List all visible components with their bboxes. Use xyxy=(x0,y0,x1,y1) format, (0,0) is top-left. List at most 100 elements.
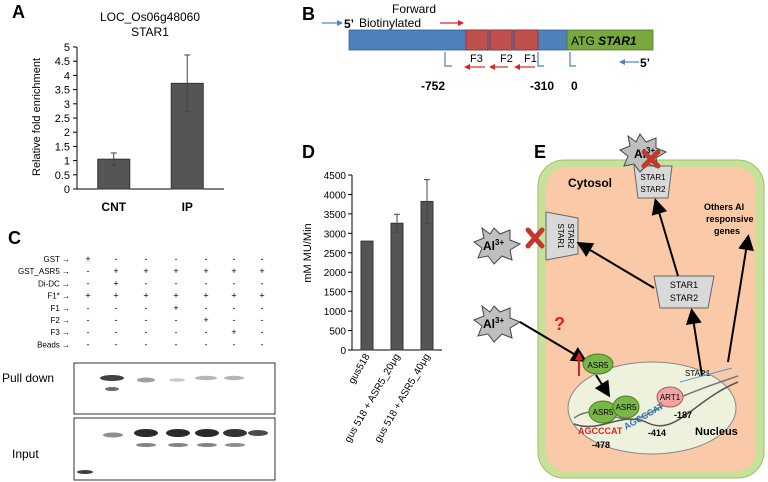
al-ion-left xyxy=(472,226,522,265)
others-line2: responsive xyxy=(706,214,754,224)
reverse-primer-arrows xyxy=(464,64,535,70)
position-478: -478 xyxy=(592,440,610,450)
c-mark: - xyxy=(87,315,90,325)
a-y-tick-label: 2.5 xyxy=(55,113,70,125)
c-mark: - xyxy=(87,278,90,288)
d-category-label: gus 518 + ASR5_20μg xyxy=(343,352,403,445)
transporter-top-star2: STAR2 xyxy=(640,185,666,194)
c-mark: - xyxy=(205,278,208,288)
panel-c-condition-table: GST →+-------GST_ASR5 →-+++++++Di-DC →-+… xyxy=(18,254,265,349)
c-mark: + xyxy=(173,303,178,313)
panel-b-promoter-diagram: Forward Biotinylated 5’ ATG STAR1 F3 F2 … xyxy=(322,2,654,93)
position-0: 0 xyxy=(571,79,578,93)
fragment-f1-bar xyxy=(513,29,539,51)
c-mark: - xyxy=(175,315,178,325)
asr5-cytosol xyxy=(582,353,614,375)
transcription-arrow xyxy=(679,367,733,383)
panel-a-letter: A xyxy=(12,2,25,22)
c-mark: - xyxy=(115,303,118,313)
c-mark: - xyxy=(233,278,236,288)
c-mark: + xyxy=(113,291,118,301)
d-y-tick-label: 4500 xyxy=(324,171,347,182)
a-y-tick-label: 3.5 xyxy=(55,85,70,97)
c-mark: - xyxy=(233,339,236,349)
c-mark: + xyxy=(143,266,148,276)
forward-label-line1: Forward xyxy=(392,2,436,16)
d-y-tick-label: 3500 xyxy=(324,210,347,221)
c-mark: - xyxy=(115,254,118,264)
position-187: -187 xyxy=(674,410,692,420)
panel-a-title-line2: STAR1 xyxy=(131,25,169,39)
d-y-tick-label: 0 xyxy=(340,346,346,357)
asr5-nuclear-2-label: ASR5 xyxy=(616,403,637,412)
c-row-label: F3 → xyxy=(50,328,70,337)
c-row-label: F1* → xyxy=(47,292,70,301)
d-bar xyxy=(420,200,434,351)
d-category-label: gus518 xyxy=(347,352,373,386)
panel-b-letter: B xyxy=(302,4,315,24)
transporter-left-star2: STAR2 xyxy=(566,223,575,249)
c-mark: - xyxy=(233,315,236,325)
c-mark: - xyxy=(145,327,148,337)
c-mark: - xyxy=(175,254,178,264)
pulldown-label: Pull down xyxy=(2,371,54,385)
panel-c-western-blot: GST →+-------GST_ASR5 →-+++++++Di-DC →-+… xyxy=(2,254,276,481)
c-mark: - xyxy=(87,266,90,276)
fragment-f1-label: F1 xyxy=(524,53,537,65)
cross-left-icon xyxy=(525,227,545,249)
c-mark: - xyxy=(175,339,178,349)
c-mark: - xyxy=(261,327,264,337)
panel-a-chart: LOC_Os06g48060 STAR1 Relative fold enric… xyxy=(31,10,224,214)
arrow-to-other-genes xyxy=(727,234,754,363)
arrow-asr5-to-nucleus xyxy=(594,374,611,398)
c-mark: - xyxy=(261,315,264,325)
transporter-left-star1: STAR1 xyxy=(556,223,565,249)
fragment-f2-label: F2 xyxy=(500,53,513,65)
a-y-tick-label: 0 xyxy=(64,184,70,196)
c-mark: - xyxy=(87,339,90,349)
transporter-top-star1: STAR1 xyxy=(640,173,666,182)
d-category-label: gus 518 + ASR5_40μg xyxy=(373,352,433,445)
panel-c-letter: C xyxy=(8,228,21,248)
a-y-tick-label: 2 xyxy=(64,127,70,139)
arrow-al-to-asr5 xyxy=(519,321,588,363)
a-y-tick-label: 4.5 xyxy=(55,56,70,68)
c-mark: - xyxy=(233,303,236,313)
d-y-tick-label: 2000 xyxy=(324,268,347,279)
motif-478: AGCCCAT xyxy=(578,426,623,436)
d-y-tick-label: 500 xyxy=(329,327,346,338)
c-mark: - xyxy=(145,315,148,325)
transporter-cytosol-star1: STAR1 xyxy=(670,280,698,290)
forward-primer-arrowhead xyxy=(458,20,464,26)
input-blot xyxy=(73,417,276,481)
transporter-cytosol xyxy=(653,275,715,309)
asr5-nuclear-2 xyxy=(612,395,640,419)
al-ion-left-label: Al3+ xyxy=(483,238,504,253)
fragment-f2-bar xyxy=(489,29,513,51)
c-mark: - xyxy=(145,303,148,313)
forward-label-line2: Biotinylated xyxy=(359,16,421,30)
upregulation-arrowhead xyxy=(575,352,583,360)
d-y-tick-label: 1000 xyxy=(324,307,347,318)
pulldown-bands xyxy=(100,375,244,391)
position-752: -752 xyxy=(421,79,445,93)
c-mark: - xyxy=(145,254,148,264)
cross-top-icon xyxy=(641,149,661,169)
c-mark: - xyxy=(115,327,118,337)
dna-strand-2 xyxy=(573,381,739,428)
c-row-label: F1 → xyxy=(50,304,70,313)
d-y-tick-label: 2500 xyxy=(324,249,347,260)
position-414: -414 xyxy=(648,428,666,438)
c-mark: + xyxy=(143,291,148,301)
c-mark: + xyxy=(203,315,208,325)
panel-d-ylabel: mM MU/Min xyxy=(302,223,314,282)
right-5prime-arrowhead xyxy=(619,59,625,65)
a-y-tick-label: 1 xyxy=(64,156,70,168)
d-bar xyxy=(390,222,404,351)
others-line1: Others Al xyxy=(704,202,744,212)
gene-star1-label: STAR1 xyxy=(598,34,637,48)
panel-e-letter: E xyxy=(534,142,547,162)
c-mark: - xyxy=(145,339,148,349)
position-markers xyxy=(444,52,576,67)
